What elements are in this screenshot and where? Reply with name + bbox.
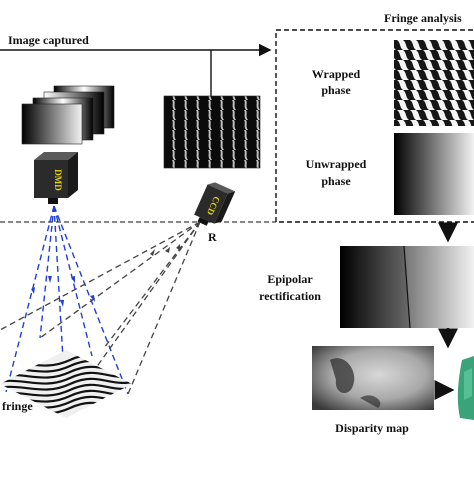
disparity-dark-spot xyxy=(360,395,381,408)
projector-ray-arrowheads xyxy=(31,276,95,307)
unwrapped-phase-label-2: phase xyxy=(321,174,351,188)
wrapped-phase-image xyxy=(394,40,474,126)
epipolar-seam xyxy=(403,245,411,329)
image-captured-label: Image captured xyxy=(8,33,89,47)
projector-label: DMD xyxy=(53,169,63,191)
unwrapped-phase-image xyxy=(394,133,474,215)
unwrapped-phase-label-1: Unwrapped xyxy=(306,157,367,171)
epipolar-label-1: Epipolar xyxy=(267,272,313,286)
camera-ray-arrowheads xyxy=(150,244,180,256)
camera-image xyxy=(163,95,261,169)
wrapped-phase-label-2: phase xyxy=(321,83,351,97)
wrapped-phase-label-1: Wrapped xyxy=(312,67,361,81)
disparity-map-label: Disparity map xyxy=(335,421,409,435)
disparity-dark-region xyxy=(330,358,355,394)
epipolar-label-2: rectification xyxy=(259,289,321,303)
reconstruction-highlight xyxy=(464,368,472,400)
epipolar-boundary xyxy=(340,246,410,328)
right-camera-label: R xyxy=(208,230,217,244)
fringe-analysis-label: Fringe analysis xyxy=(384,11,462,25)
fringe-analysis-frame xyxy=(275,29,474,223)
camera-device: CCD xyxy=(194,182,236,226)
fringe-label: fringe xyxy=(2,399,33,413)
fringe-surface xyxy=(0,350,132,418)
projected-patterns xyxy=(21,85,115,145)
projector-device: DMD xyxy=(34,152,78,204)
